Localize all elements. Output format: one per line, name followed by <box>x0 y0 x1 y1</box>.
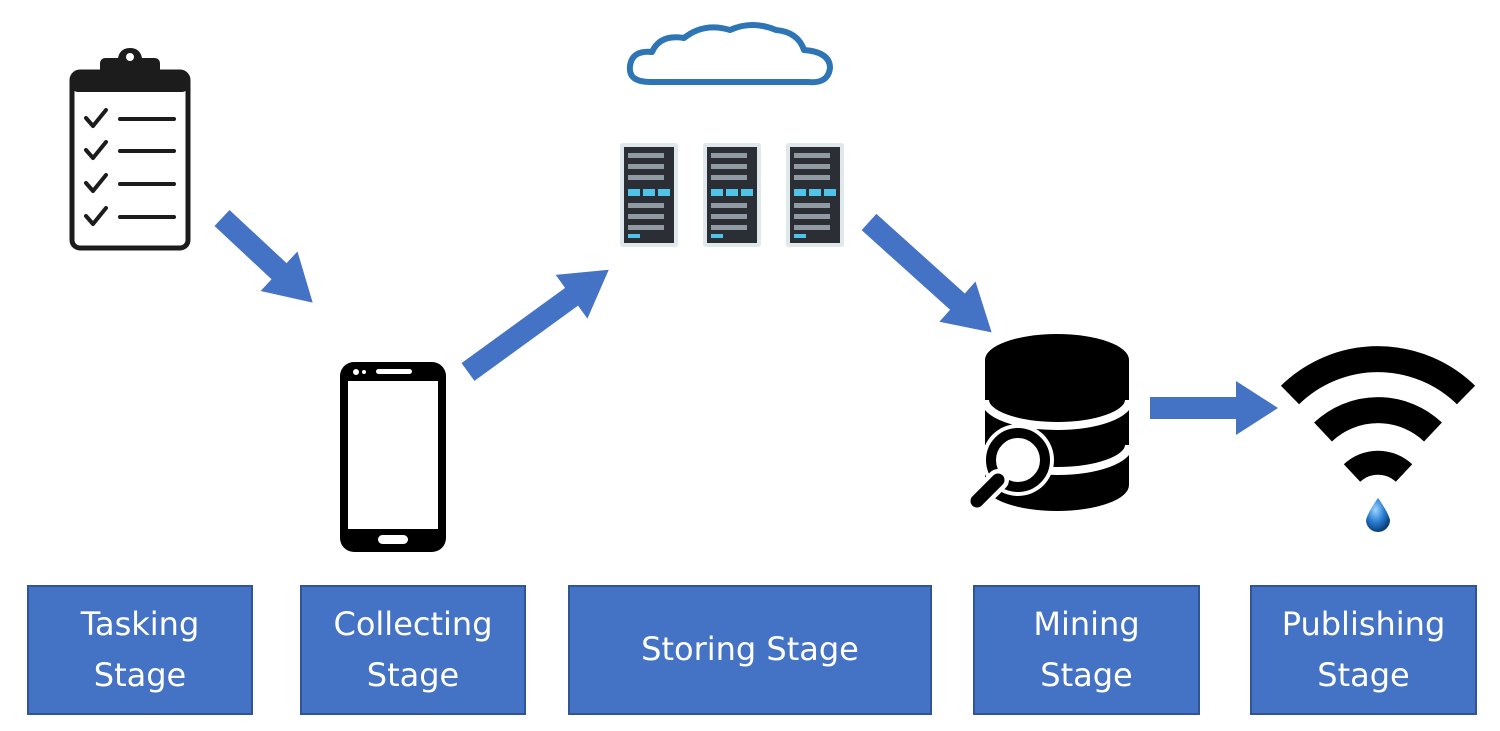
stage-label-storing: Storing Stage <box>641 630 859 669</box>
smartphone-icon <box>340 362 446 552</box>
wifi-signal-icon <box>1280 346 1476 532</box>
magnifier-icon <box>963 424 1054 515</box>
stage-box-tasking: Tasking Stage <box>27 585 253 715</box>
arrow-collecting-to-storing <box>461 269 609 381</box>
stage-box-collecting: Collecting Stage <box>300 585 526 715</box>
stage-box-publishing: Publishing Stage <box>1250 585 1477 715</box>
server-rack-icon <box>620 143 678 247</box>
stage-label-publishing: Publishing Stage <box>1281 604 1446 694</box>
server-rack-icon <box>703 143 761 247</box>
arrow-mining-to-publishing <box>1150 381 1278 435</box>
server-rack-icon <box>786 143 844 247</box>
stage-label-mining: Mining Stage <box>1033 604 1140 694</box>
stage-label-collecting: Collecting Stage <box>333 604 493 694</box>
arrow-tasking-to-collecting <box>214 209 313 303</box>
database-search-icon <box>963 334 1133 515</box>
water-drop-icon <box>1366 498 1390 532</box>
clipboard-checklist-icon <box>69 48 191 251</box>
stage-box-mining: Mining Stage <box>973 585 1200 715</box>
cloud-server-icon <box>620 22 844 247</box>
arrow-storing-to-mining <box>861 213 992 333</box>
cloud-icon <box>626 22 833 86</box>
stage-box-storing: Storing Stage <box>568 585 932 715</box>
stage-label-tasking: Tasking Stage <box>80 604 200 694</box>
